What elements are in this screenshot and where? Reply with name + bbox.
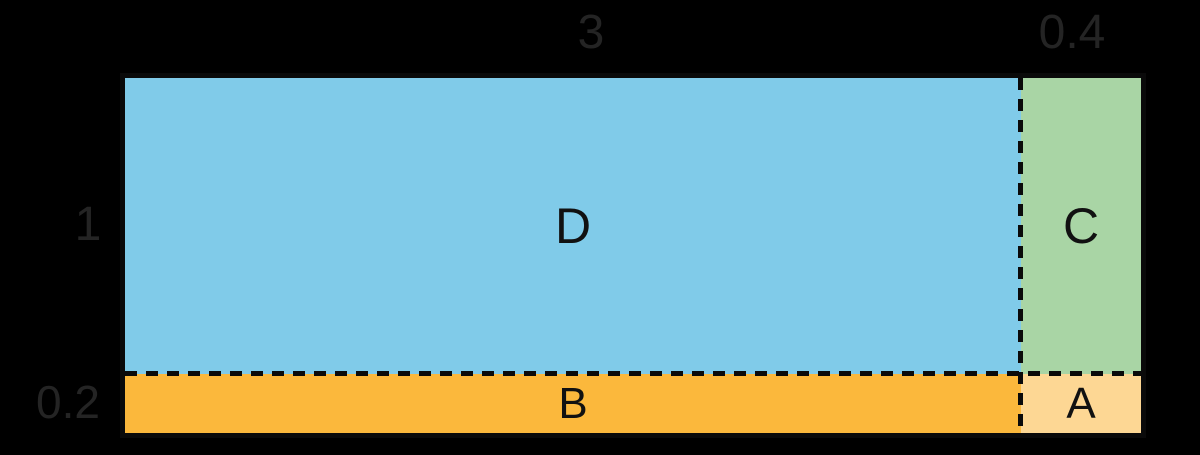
region-c-label: C (1062, 198, 1100, 254)
region-b: B (125, 374, 1021, 433)
region-d-label: D (554, 198, 592, 254)
region-b-label: B (558, 378, 588, 428)
width-label-3: 3 (577, 6, 605, 59)
vertical-dashed-divider (1018, 78, 1023, 433)
width-label-0-4: 0.4 (1038, 6, 1106, 59)
area-model-rectangle: D C B A (120, 73, 1146, 438)
horizontal-dashed-divider (125, 371, 1141, 376)
height-label-1: 1 (74, 198, 102, 251)
region-a-label: A (1066, 378, 1096, 428)
region-d: D (125, 78, 1021, 374)
height-label-0-2: 0.2 (36, 376, 100, 428)
region-a: A (1021, 374, 1141, 433)
region-c: C (1021, 78, 1141, 374)
